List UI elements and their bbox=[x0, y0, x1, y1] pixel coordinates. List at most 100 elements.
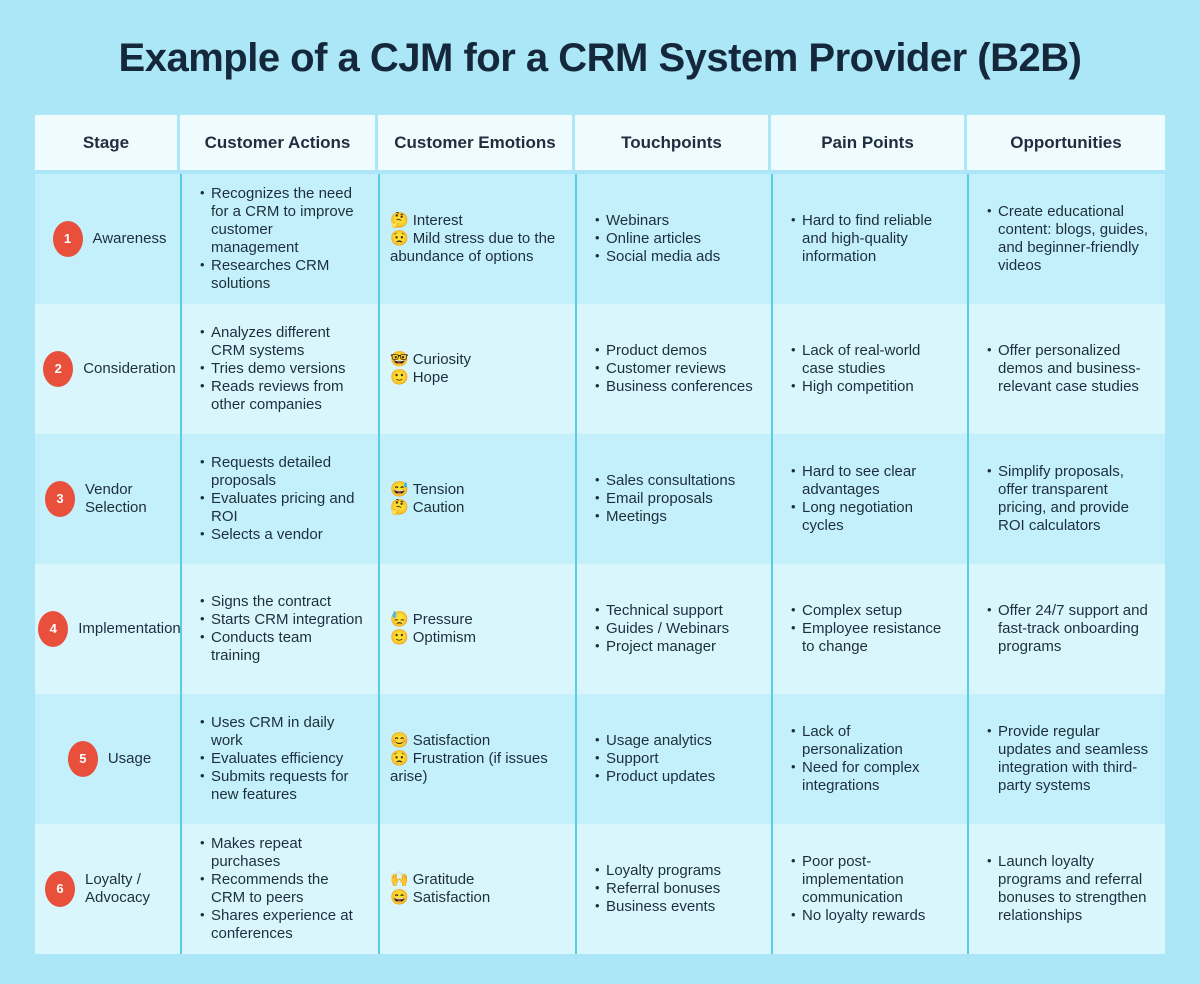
page-title: Example of a CJM for a CRM System Provid… bbox=[118, 36, 1082, 80]
stage-number: 4 bbox=[49, 621, 57, 637]
bullet-item: Researches CRM solutions bbox=[198, 257, 364, 293]
stage-number: 2 bbox=[54, 361, 62, 377]
bullet-item: Requests detailed proposals bbox=[198, 454, 364, 490]
emotion-emoji: 🙂 bbox=[390, 629, 409, 646]
emotion-emoji: 🤔 bbox=[390, 212, 409, 229]
bullet-item: Long negotiation cycles bbox=[789, 499, 953, 535]
bullet-item: Loyalty programs bbox=[593, 862, 757, 880]
emotion-text: Satisfaction bbox=[412, 732, 491, 749]
column-header-opportunities: Opportunities bbox=[967, 115, 1165, 170]
emotion-emoji: 🙌 bbox=[390, 871, 409, 888]
emotion-text: Frustration (if issues arise) bbox=[390, 750, 548, 785]
bullet-item: Signs the contract bbox=[198, 593, 364, 611]
pain-points-cell: Poor post-implementation communication N… bbox=[771, 824, 967, 954]
bullet-item: Offer 24/7 support and fast-track onboar… bbox=[985, 602, 1151, 656]
emotion-text: Gratitude bbox=[412, 871, 475, 888]
customer-actions-cell: Requests detailed proposals Evaluates pr… bbox=[180, 434, 378, 564]
bullet-item: Sales consultations bbox=[593, 472, 757, 490]
emotion-text: Tension bbox=[412, 481, 465, 498]
stage-label: Implementation bbox=[78, 620, 180, 637]
stage-number: 3 bbox=[56, 491, 64, 507]
opportunities-cell: Launch loyalty programs and referral bon… bbox=[967, 824, 1165, 954]
customer-actions-cell: Analyzes different CRM systems Tries dem… bbox=[180, 304, 378, 434]
stage-number-badge: 3 bbox=[45, 481, 75, 517]
touchpoints-cell: Product demos Customer reviews Business … bbox=[575, 304, 771, 434]
bullet-item: Launch loyalty programs and referral bon… bbox=[985, 853, 1151, 925]
bullet-item: Guides / Webinars bbox=[593, 620, 757, 638]
emotion-line: 😅Tension bbox=[390, 481, 565, 499]
table-row-loyalty-advocacy: 6 Loyalty / Advocacy Makes repeat purcha… bbox=[35, 824, 1165, 954]
emotion-emoji: 😟 bbox=[390, 230, 409, 247]
stage-number-badge: 2 bbox=[43, 351, 74, 387]
column-header-customer-emotions: Customer Emotions bbox=[378, 115, 575, 170]
opportunities-cell: Provide regular updates and seamless int… bbox=[967, 694, 1165, 824]
emotion-text: Interest bbox=[412, 212, 463, 229]
emotion-line: 😄Satisfaction bbox=[390, 889, 565, 907]
bullet-item: No loyalty rewards bbox=[789, 907, 953, 925]
stage-number: 6 bbox=[56, 881, 64, 897]
stage-cell: 1 Awareness bbox=[35, 174, 180, 304]
emotion-line: 🙂Hope bbox=[390, 369, 565, 387]
bullet-item: Employee resistance to change bbox=[789, 620, 953, 656]
customer-actions-cell: Signs the contract Starts CRM integratio… bbox=[180, 564, 378, 694]
opportunities-cell: Simplify proposals, offer transparent pr… bbox=[967, 434, 1165, 564]
column-header-touchpoints: Touchpoints bbox=[575, 115, 771, 170]
pain-points-cell: Hard to find reliable and high-quality i… bbox=[771, 174, 967, 304]
stage-label: Awareness bbox=[92, 230, 167, 247]
customer-emotions-cell: 🤔Interest 😟Mild stress due to the abunda… bbox=[378, 174, 575, 304]
emotion-line: 🤔Caution bbox=[390, 499, 565, 517]
customer-emotions-cell: 😊Satisfaction 😟Frustration (if issues ar… bbox=[378, 694, 575, 824]
emotion-emoji: 🙂 bbox=[390, 369, 409, 386]
bullet-item: Referral bonuses bbox=[593, 880, 757, 898]
bullet-item: Complex setup bbox=[789, 602, 953, 620]
emotion-emoji: 😄 bbox=[390, 889, 409, 906]
emotion-text: Curiosity bbox=[412, 351, 472, 368]
customer-emotions-cell: 😓Pressure 🙂Optimism bbox=[378, 564, 575, 694]
stage-label: Loyalty / Advocacy bbox=[85, 871, 151, 906]
bullet-item: Need for complex integrations bbox=[789, 759, 953, 795]
column-header-customer-actions: Customer Actions bbox=[180, 115, 378, 170]
opportunities-cell: Offer 24/7 support and fast-track onboar… bbox=[967, 564, 1165, 694]
bullet-item: Recommends the CRM to peers bbox=[198, 871, 364, 907]
customer-emotions-cell: 🙌Gratitude 😄Satisfaction bbox=[378, 824, 575, 954]
opportunities-cell: Create educational content: blogs, guide… bbox=[967, 174, 1165, 304]
bullet-item: Customer reviews bbox=[593, 360, 757, 378]
table-row-vendor-selection: 3 Vendor Selection Requests detailed pro… bbox=[35, 434, 1165, 564]
pain-points-cell: Complex setup Employee resistance to cha… bbox=[771, 564, 967, 694]
bullet-item: Submits requests for new features bbox=[198, 768, 364, 804]
header-row: Stage Customer Actions Customer Emotions… bbox=[35, 115, 1165, 170]
emotion-text: Satisfaction bbox=[412, 889, 491, 906]
bullet-item: Recognizes the need for a CRM to improve… bbox=[198, 185, 364, 257]
table-row-consideration: 2 Consideration Analyzes different CRM s… bbox=[35, 304, 1165, 434]
emotion-text: Pressure bbox=[412, 611, 473, 628]
emotion-line: 🤓Curiosity bbox=[390, 351, 565, 369]
touchpoints-cell: Loyalty programs Referral bonuses Busine… bbox=[575, 824, 771, 954]
stage-cell: 6 Loyalty / Advocacy bbox=[35, 824, 180, 954]
bullet-item: Support bbox=[593, 750, 757, 768]
table-row-implementation: 4 Implementation Signs the contract Star… bbox=[35, 564, 1165, 694]
stage-number-badge: 1 bbox=[52, 221, 83, 257]
bullet-item: Product updates bbox=[593, 768, 757, 786]
customer-actions-cell: Makes repeat purchases Recommends the CR… bbox=[180, 824, 378, 954]
emotion-line: 🤔Interest bbox=[390, 212, 565, 230]
stage-number: 1 bbox=[63, 231, 72, 247]
cjm-table: Stage Customer Actions Customer Emotions… bbox=[35, 115, 1165, 954]
bullet-item: Online articles bbox=[593, 230, 757, 248]
bullet-item: Webinars bbox=[593, 212, 757, 230]
opportunities-cell: Offer personalized demos and business-re… bbox=[967, 304, 1165, 434]
bullet-item: Makes repeat purchases bbox=[198, 835, 364, 871]
emotion-text: Optimism bbox=[412, 629, 477, 646]
column-header-stage: Stage bbox=[35, 115, 180, 170]
bullet-item: Business conferences bbox=[593, 378, 757, 396]
bullet-item: Project manager bbox=[593, 638, 757, 656]
stage-label: Usage bbox=[107, 750, 152, 767]
touchpoints-cell: Technical support Guides / Webinars Proj… bbox=[575, 564, 771, 694]
stage-number-badge: 4 bbox=[38, 611, 69, 647]
touchpoints-cell: Webinars Online articles Social media ad… bbox=[575, 174, 771, 304]
bullet-item: Tries demo versions bbox=[198, 360, 364, 378]
bullet-item: Social media ads bbox=[593, 248, 757, 266]
bullet-item: Selects a vendor bbox=[198, 526, 364, 544]
stage-number: 5 bbox=[79, 751, 87, 767]
column-header-pain-points: Pain Points bbox=[771, 115, 967, 170]
emotion-text: Mild stress due to the abundance of opti… bbox=[390, 230, 556, 265]
